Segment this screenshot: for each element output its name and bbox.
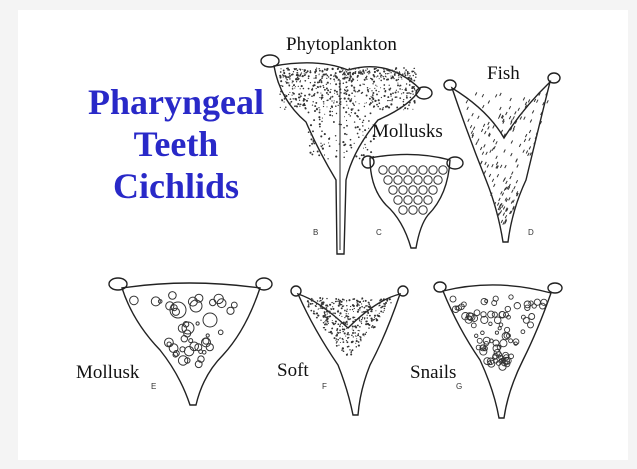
teeth-snails [450,295,547,371]
label-mollusk: Mollusk [76,362,139,384]
label-snails: Snails [410,362,456,384]
figure-letter-c: C [376,228,382,237]
figure-letter-d: D [528,228,534,237]
teeth-phytoplankton [279,67,417,160]
jaw-phytoplankton-illustration [18,10,628,460]
teeth-fish [466,92,548,224]
label-fish: Fish [487,63,520,85]
slide: Pharyngeal Teeth Cichlids [18,10,628,460]
label-soft: Soft [277,360,309,382]
figure-letter-b: B [313,228,318,237]
figure-letter-f: F [322,382,327,391]
figure-letter-e: E [151,382,156,391]
label-mollusks: Mollusks [372,121,443,143]
figure-letter-g: G [456,382,462,391]
label-phytoplankton: Phytoplankton [286,34,397,56]
